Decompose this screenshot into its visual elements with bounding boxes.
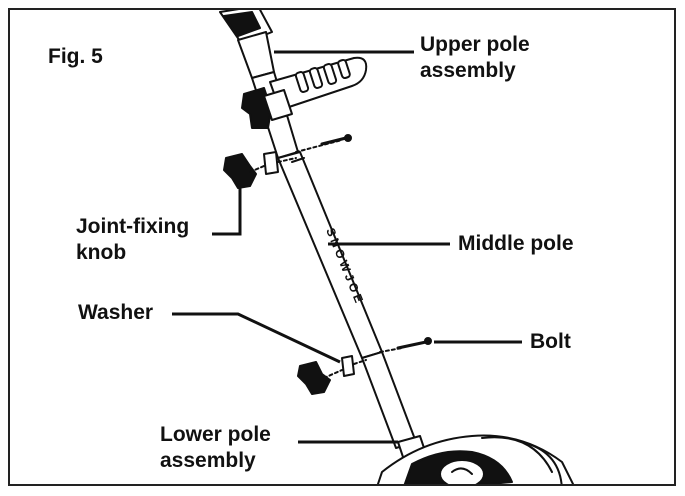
lower-washer-illustration [341,355,367,377]
leader-washer [172,312,341,364]
label-middle-pole: Middle pole [458,232,574,255]
joint-knob-upper-illustration [223,153,265,189]
label-upper-pole-line1: Upper pole [420,33,530,56]
leader-joint-knob [212,182,242,236]
label-washer: Washer [78,301,154,324]
upper-pole-top [219,10,275,79]
label-joint-knob-line2: knob [76,241,127,264]
label-bolt: Bolt [530,330,571,353]
assembly-illustration: SNOWJOE [172,10,575,484]
foam-grip [269,56,368,111]
label-lower-pole-line1: Lower pole [160,423,271,446]
lower-pole [361,351,417,449]
motor-housing [376,434,575,484]
figure-frame: SNOWJOE [8,8,676,486]
label-upper-pole-line2: assembly [420,59,516,82]
label-joint-knob-line1: Joint-fixing [76,215,190,238]
label-lower-pole: Lower pole assembly [160,422,271,474]
label-lower-pole-line2: assembly [160,449,256,472]
upper-joint-knob [241,87,293,129]
label-upper-pole: Upper pole assembly [420,32,530,84]
middle-pole [277,151,383,359]
label-joint-knob: Joint-fixing knob [76,214,189,266]
upper-bolt-illustration [295,134,352,153]
upper-washer-illustration [263,151,297,175]
lower-bolt-illustration [379,337,432,353]
joint-knob-lower-illustration [297,361,343,395]
figure-title: Fig. 5 [48,45,103,68]
